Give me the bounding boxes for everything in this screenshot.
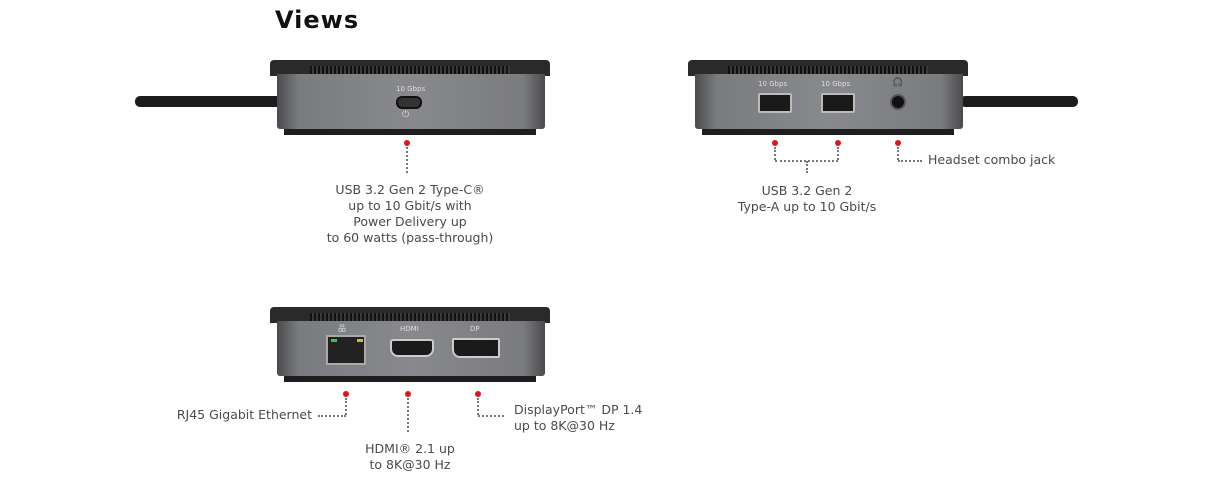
dock-foot [284,376,536,382]
callout-line-text: to 8K@30 Hz [369,457,451,472]
callout-line-text: up to 10 Gbit/s with [348,198,472,213]
dock-top-cap [688,60,968,76]
callout-line [477,398,479,415]
callout-line-text: DisplayPort™ DP 1.4 [514,402,643,417]
callout-dot [404,140,410,146]
usb-c-port [396,96,422,109]
dock-side-video: 品 HDMI DP [270,307,550,383]
callout-line [407,398,409,432]
callout-line-text: up to 8K@30 Hz [514,418,615,433]
dock-top-cap [270,307,550,323]
usb-a-port [821,93,855,113]
page-title: Views [275,6,360,34]
audio-jack [890,94,906,110]
callout-line-text: HDMI® 2.1 up [365,441,455,456]
usbc-callout: USB 3.2 Gen 2 Type-C® up to 10 Gbit/s wi… [327,182,494,246]
port-label: 10 Gbps [758,80,788,88]
callout-line-text: Power Delivery up [353,214,467,229]
callout-line [345,398,347,415]
dock-top-cap [270,60,550,76]
callout-dot [835,140,841,146]
usb-a-port [758,93,792,113]
usba-callout: USB 3.2 Gen 2 Type-A up to 10 Gbit/s [738,183,876,215]
dp-callout: DisplayPort™ DP 1.4 up to 8K@30 Hz [514,402,642,434]
cable [135,96,285,107]
callout-line [774,147,776,160]
rj45-callout: RJ45 Gigabit Ethernet [176,407,312,422]
power-plug-icon: ⏻ [402,110,410,120]
headset-icon: 🎧 [892,78,904,88]
callout-line [898,160,922,162]
callout-line-text: to 60 watts (pass-through) [326,230,494,245]
callout-line [318,415,346,417]
network-icon: 品 [338,324,346,333]
port-label: HDMI [400,325,419,333]
callout-dot [343,391,349,397]
callout-line [478,415,504,417]
callout-dot [772,140,778,146]
hdmi-port [390,339,434,357]
dock-foot [702,129,954,135]
dock-side-usbc: 10 Gbps ⏻ [270,60,550,136]
dock-foot [284,129,536,135]
callout-line-text: USB 3.2 Gen 2 [761,183,853,198]
led-green [331,339,337,342]
callout-line [837,147,839,160]
callout-dot [475,391,481,397]
callout-line [406,147,408,173]
callout-line [806,161,808,173]
callout-line-text: Type-A up to 10 Gbit/s [737,199,877,214]
displayport-port [452,338,500,358]
cable [960,96,1078,107]
callout-line [897,147,899,160]
dock-side-usba: 10 Gbps 10 Gbps 🎧 [688,60,968,136]
callout-dot [895,140,901,146]
headset-callout: Headset combo jack [928,152,1056,167]
hdmi-callout: HDMI® 2.1 up to 8K@30 Hz [365,441,455,473]
port-label: DP [470,325,480,333]
port-label: 10 Gbps [821,80,851,88]
led-amber [357,339,363,342]
callout-line-text: USB 3.2 Gen 2 Type-C® [335,182,485,197]
port-label: 10 Gbps [396,85,426,93]
callout-dot [405,391,411,397]
